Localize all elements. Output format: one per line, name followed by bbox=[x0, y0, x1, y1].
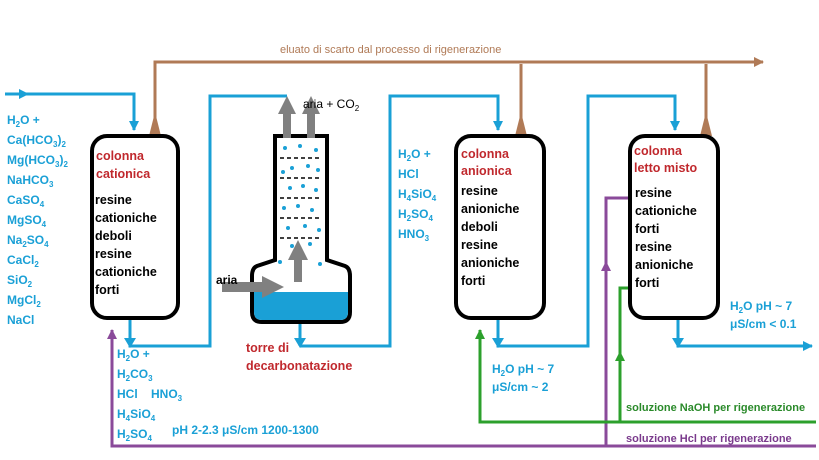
col3-body-3: forti bbox=[635, 222, 659, 236]
column-mixed-bed bbox=[628, 134, 720, 320]
hcl-regen-label: soluzione Hcl per rigenerazione bbox=[626, 433, 792, 445]
col1-out-line-5: H2SO4 bbox=[117, 427, 152, 443]
col3-out-line-1: H2O pH ~ 7 bbox=[730, 299, 792, 315]
feed-line-8: CaCl2 bbox=[7, 253, 39, 269]
col1-out-line-1: H2O + bbox=[117, 347, 150, 363]
col2-in-line-1: H2O + bbox=[398, 147, 431, 163]
col2-in-line-4: H2SO4 bbox=[398, 207, 433, 223]
feed-composition: H2O + Ca(HCO3)2 Mg(HCO3)2 NaHCO3 CaSO4 M… bbox=[7, 113, 68, 327]
feed-line-5: CaSO4 bbox=[7, 193, 45, 209]
feed-line-1: H2O + bbox=[7, 113, 40, 129]
col3-body-6: forti bbox=[635, 276, 659, 290]
water-down-arrows bbox=[124, 338, 684, 348]
col3-body-2: cationiche bbox=[635, 204, 697, 218]
col1-out-line-3: HCl HNO3 bbox=[117, 387, 183, 403]
naoh-regen-label: soluzione NaOH per rigenerazione bbox=[626, 402, 805, 414]
column-anionic bbox=[454, 134, 546, 320]
decarbonation-tower bbox=[222, 96, 352, 324]
eluate-waste-line bbox=[153, 56, 765, 136]
col2-out-line-1: H2O pH ~ 7 bbox=[492, 362, 554, 378]
col3-title-1: colonna bbox=[634, 144, 683, 158]
col1-out-line-4: H4SiO4 bbox=[117, 407, 156, 423]
col1-outlet-composition: H2O + H2CO3 HCl HNO3 H4SiO4 H2SO4 pH 2-2… bbox=[117, 347, 319, 443]
tower-packing-dashes bbox=[280, 157, 322, 239]
col2-in-line-2: HCl bbox=[398, 167, 419, 181]
eluate-up-arrows bbox=[149, 112, 712, 136]
col3-body-5: anioniche bbox=[635, 258, 693, 272]
feed-line-2: Ca(HCO3)2 bbox=[7, 133, 66, 149]
tower-gas-out-label: aria + CO2 bbox=[303, 97, 360, 113]
col2-body-5: anioniche bbox=[461, 256, 519, 270]
tower-label-2: decarbonatazione bbox=[246, 359, 352, 373]
tower-air-in-label: aria bbox=[216, 273, 238, 287]
col2-body-6: forti bbox=[461, 274, 485, 288]
col1-out-quality: pH 2-2.3 μS/cm 1200-1300 bbox=[172, 423, 319, 437]
hcl-regeneration-line bbox=[106, 196, 816, 448]
col1-out-line-2: H2CO3 bbox=[117, 367, 153, 383]
eluate-label: eluato di scarto dal processo di rigener… bbox=[280, 44, 501, 56]
col2-in-line-5: HNO3 bbox=[398, 227, 430, 243]
col1-body-5: cationiche bbox=[95, 265, 157, 279]
col2-body-3: deboli bbox=[461, 220, 498, 234]
col2-body-4: resine bbox=[461, 238, 498, 252]
tower-droplets bbox=[278, 144, 322, 266]
feed-line-10: MgCl2 bbox=[7, 293, 41, 309]
col3-title-2: letto misto bbox=[634, 161, 698, 175]
col3-body-4: resine bbox=[635, 240, 672, 254]
col2-inlet-composition: H2O + HCl H4SiO4 H2SO4 HNO3 bbox=[398, 147, 437, 243]
col3-out-line-2: μS/cm < 0.1 bbox=[730, 317, 797, 331]
col2-in-line-3: H4SiO4 bbox=[398, 187, 437, 203]
col1-title-2: cationica bbox=[96, 167, 151, 181]
col2-body-1: resine bbox=[461, 184, 498, 198]
naoh-regeneration-line bbox=[474, 286, 816, 424]
column-cationic bbox=[90, 134, 180, 320]
col2-outlet-quality: H2O pH ~ 7 μS/cm ~ 2 bbox=[492, 362, 554, 394]
feed-line-7: Na2SO4 bbox=[7, 233, 49, 249]
tower-label-1: torre di bbox=[246, 341, 289, 355]
col2-out-line-2: μS/cm ~ 2 bbox=[492, 380, 549, 394]
col1-body-6: forti bbox=[95, 283, 119, 297]
col1-body-2: cationiche bbox=[95, 211, 157, 225]
feed-line-4: NaHCO3 bbox=[7, 173, 54, 189]
feed-line-3: Mg(HCO3)2 bbox=[7, 153, 68, 169]
col2-title-2: anionica bbox=[461, 164, 513, 178]
col2-body-2: anioniche bbox=[461, 202, 519, 216]
col3-body-1: resine bbox=[635, 186, 672, 200]
feed-line-9: SiO2 bbox=[7, 273, 33, 289]
feed-line-6: MgSO4 bbox=[7, 213, 47, 229]
col1-body-1: resine bbox=[95, 193, 132, 207]
col1-body-4: resine bbox=[95, 247, 132, 261]
col3-outlet-quality: H2O pH ~ 7 μS/cm < 0.1 bbox=[730, 299, 797, 331]
col1-title-1: colonna bbox=[96, 149, 145, 163]
col1-body-3: deboli bbox=[95, 229, 132, 243]
col2-title-1: colonna bbox=[461, 147, 510, 161]
feed-line-11: NaCl bbox=[7, 313, 34, 327]
